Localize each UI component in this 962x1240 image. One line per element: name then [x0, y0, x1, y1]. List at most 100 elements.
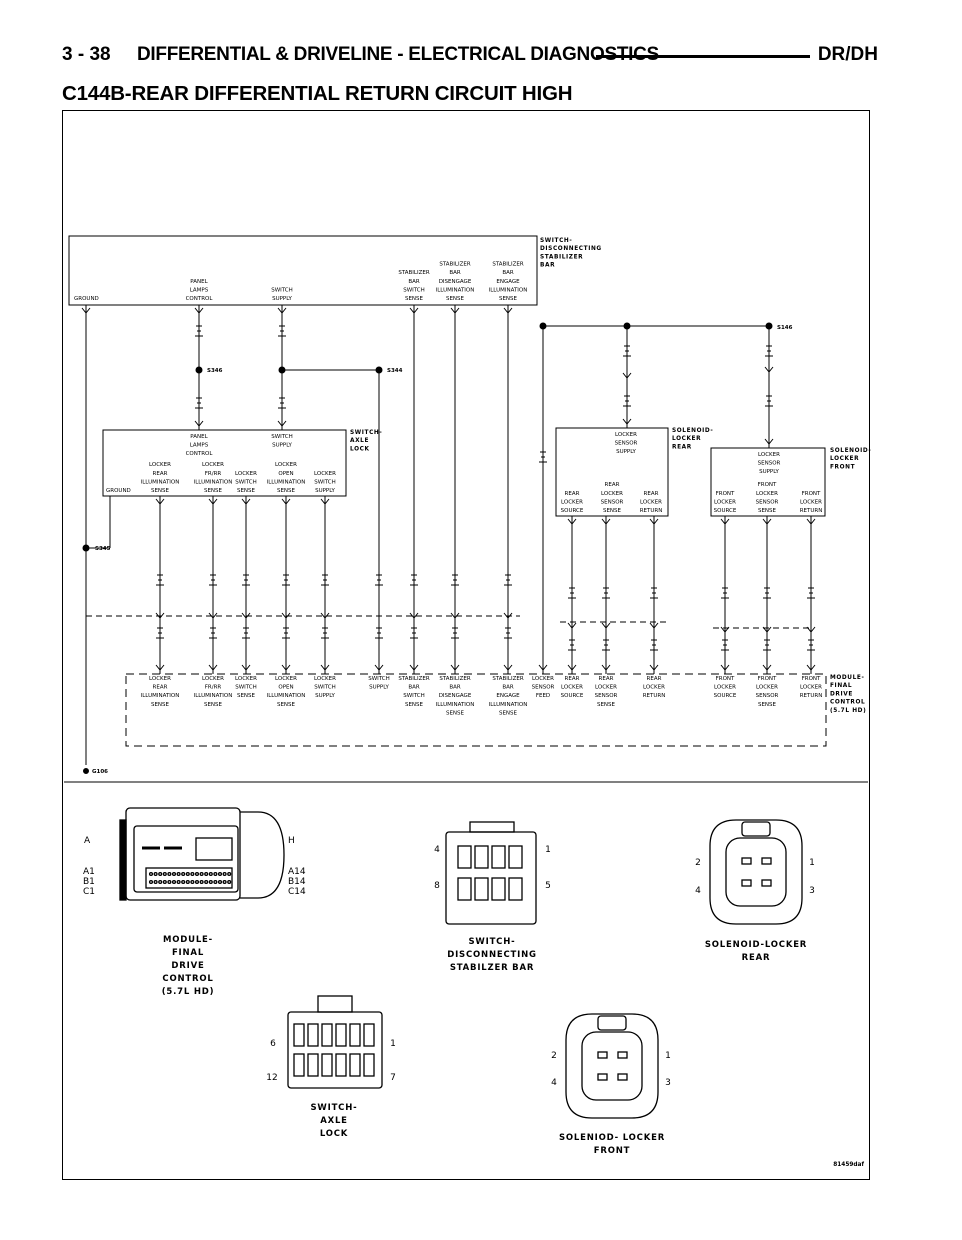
- module-pin: [222, 871, 227, 877]
- pin-function-label: SENSE: [499, 710, 518, 716]
- pin-function-label: LOCKER: [149, 462, 171, 468]
- pin-terminal: [374, 664, 384, 671]
- connector-cavity: [474, 877, 489, 901]
- pin-function-label: SWITCH: [403, 287, 425, 293]
- connector-cavity: [761, 857, 772, 865]
- pin-terminal: [567, 518, 577, 525]
- connector-view-label: SOLENOID-LOCKER: [705, 940, 807, 950]
- connector-view-label: SOLENIOD- LOCKER: [559, 1133, 665, 1143]
- pin-function-label: FR/RR: [205, 471, 222, 477]
- connector-cavity: [335, 1053, 347, 1077]
- pin-function-label: SUPPLY: [272, 296, 292, 302]
- connector-cavity: [491, 845, 506, 869]
- splice-label: S346: [207, 368, 223, 374]
- pin-function-label: ILLUMINATION: [267, 693, 306, 699]
- pin-function-label: SUPPLY: [616, 449, 636, 455]
- module-pin: [158, 871, 163, 877]
- pin-function-label: SENSOR: [601, 499, 624, 505]
- pin-function-label: LOCKER: [561, 685, 583, 691]
- pin-terminal: [409, 307, 419, 314]
- component-label: BAR: [540, 263, 555, 269]
- pin-function-label: SOURCE: [561, 693, 584, 699]
- header-rule: [596, 55, 810, 58]
- solenoid-locker-front-box: [710, 447, 826, 517]
- component-label: REAR: [672, 444, 692, 450]
- module-pin-block: [145, 867, 233, 889]
- connector-pin-label: 3: [665, 1078, 671, 1088]
- pin-function-label: FRONT: [716, 491, 735, 497]
- pin-function-label: OPEN: [278, 471, 293, 477]
- pin-terminal: [806, 518, 816, 525]
- pin-function-label: DISENGAGE: [439, 693, 472, 699]
- pin-function-label: BAR: [502, 270, 514, 276]
- pin-function-label: SWITCH: [368, 676, 390, 682]
- module-pin: [217, 879, 223, 885]
- pin-function-label: SENSOR: [756, 693, 779, 699]
- module-pin: [190, 879, 195, 885]
- pin-terminal: [241, 612, 251, 619]
- module-pin: [167, 879, 172, 885]
- component-label: LOCKER: [830, 456, 859, 462]
- connector-cavity: [307, 1053, 319, 1077]
- pin-function-label: SENSE: [237, 693, 256, 699]
- pin-terminal: [450, 612, 460, 619]
- pin-function-label: FR/RR: [205, 685, 222, 691]
- pin-function-label: LOCKER: [758, 452, 780, 458]
- pin-function-label: LOCKER: [314, 471, 336, 477]
- pin-function-label: BAR: [408, 279, 420, 285]
- connector-pin-label: C1: [83, 887, 95, 897]
- pin-function-label: SENSE: [446, 710, 465, 716]
- connector-pin-label: 1: [809, 858, 815, 868]
- pin-function-label: LOCKER: [275, 462, 297, 468]
- pin-terminal: [601, 622, 611, 629]
- pin-function-label: FRONT: [758, 676, 777, 682]
- pin-terminal: [720, 664, 730, 671]
- pin-terminal: [409, 612, 419, 619]
- pin-function-label: LOCKER: [640, 499, 662, 505]
- connector-pin-label: 3: [809, 886, 815, 896]
- connector-cavity: [457, 877, 472, 901]
- pin-function-label: BAR: [449, 685, 461, 691]
- pin-function-label: SENSE: [597, 702, 616, 708]
- connector-cavity: [293, 1053, 305, 1077]
- pin-function-label: ILLUMINATION: [267, 479, 306, 485]
- connector-view-label: DISCONNECTING: [447, 950, 537, 960]
- pin-function-label: SENSOR: [595, 693, 618, 699]
- pin-function-label: DISENGAGE: [439, 279, 472, 285]
- pin-terminal: [764, 438, 774, 445]
- connector-pin-label: B14: [288, 877, 306, 887]
- module-connector-edge: [119, 819, 127, 901]
- pin-terminal: [503, 664, 513, 671]
- pin-function-label: SWITCH: [271, 287, 293, 293]
- connector-view-label: STABILZER BAR: [450, 963, 534, 973]
- connector-view-label: MODULE-: [163, 935, 213, 945]
- pin-terminal: [241, 498, 251, 505]
- component-label: STABILIZER: [540, 254, 583, 260]
- pin-function-label: SWITCH: [271, 434, 293, 440]
- pin-function-label: LOCKER: [202, 676, 224, 682]
- component-label: CONTROL: [830, 700, 865, 706]
- module-pin: [213, 879, 218, 885]
- pin-function-label: STABILIZER: [439, 676, 471, 682]
- connector-pin-label: 4: [551, 1078, 557, 1088]
- module-pin: [158, 879, 163, 885]
- connector-view-label: FINAL: [172, 948, 204, 958]
- splice-dot: [195, 366, 203, 374]
- connector-cavity: [508, 845, 523, 869]
- pin-function-label: SENSE: [446, 296, 465, 302]
- pin-terminal: [208, 612, 218, 619]
- connector-cavity: [321, 1053, 333, 1077]
- module-pin: [171, 871, 177, 877]
- connector-cavity: [491, 877, 506, 901]
- pin-terminal: [450, 307, 460, 314]
- pin-function-label: GROUND: [74, 296, 99, 302]
- pin-function-label: SUPPLY: [315, 693, 335, 699]
- pin-function-label: SUPPLY: [272, 443, 292, 449]
- connector-view-label: CONTROL: [162, 974, 213, 984]
- switch-disconnecting-box: [68, 235, 538, 306]
- pin-function-label: LOCKER: [800, 499, 822, 505]
- pin-terminal: [194, 307, 204, 314]
- connector-view-label: (5.7L HD): [162, 987, 215, 997]
- pin-function-label: STABILIZER: [398, 270, 430, 276]
- pin-terminal: [720, 518, 730, 525]
